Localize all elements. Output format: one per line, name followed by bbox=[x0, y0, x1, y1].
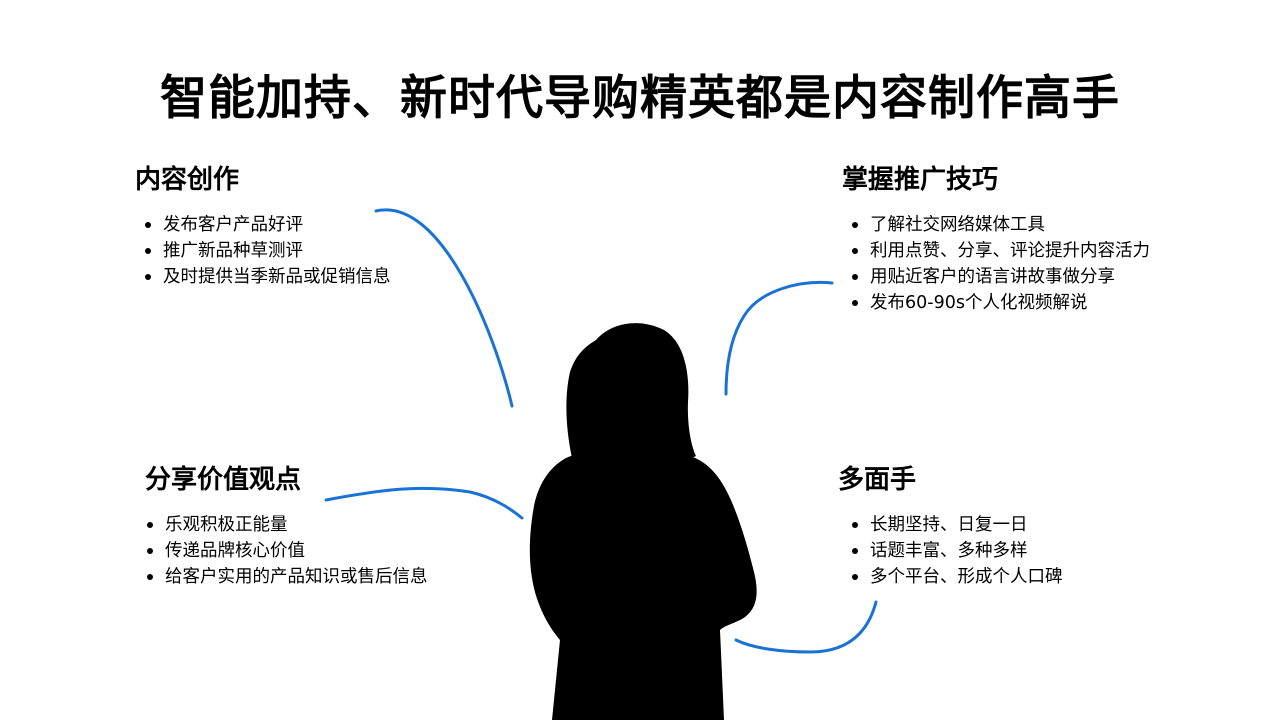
list-item-text: 话题丰富、多种多样 bbox=[870, 541, 1028, 562]
bullet-list: 了解社交网络媒体工具 利用点赞、分享、评论提升内容活力 用贴近客户的语言讲故事做… bbox=[852, 212, 1150, 316]
bullet-icon bbox=[852, 574, 858, 581]
list-item-text: 发布60-90s个人化视频解说 bbox=[870, 293, 1088, 314]
list-item-text: 传递品牌核心价值 bbox=[165, 541, 305, 562]
list-item: 发布60-90s个人化视频解说 bbox=[852, 290, 1150, 316]
list-item: 给客户实用的产品知识或售后信息 bbox=[147, 564, 428, 590]
list-item-text: 多个平台、形成个人口碑 bbox=[870, 567, 1063, 588]
section-title: 内容创作 bbox=[135, 165, 240, 195]
list-item: 了解社交网络媒体工具 bbox=[852, 212, 1150, 238]
bullet-icon bbox=[147, 522, 153, 529]
bullet-list: 乐观积极正能量 传递品牌核心价值 给客户实用的产品知识或售后信息 bbox=[147, 512, 428, 590]
list-item: 乐观积极正能量 bbox=[147, 512, 428, 538]
list-item-text: 用贴近客户的语言讲故事做分享 bbox=[870, 267, 1115, 288]
list-item-text: 利用点赞、分享、评论提升内容活力 bbox=[870, 241, 1150, 262]
list-item: 利用点赞、分享、评论提升内容活力 bbox=[852, 238, 1150, 264]
list-item: 及时提供当季新品或促销信息 bbox=[145, 264, 391, 290]
section-content-creation: 内容创作 发布客户产品好评 推广新品种草测评 及时提供当季新品或促销信息 bbox=[135, 165, 391, 290]
connector-versatile bbox=[734, 600, 878, 654]
bullet-icon bbox=[852, 248, 858, 255]
section-versatile: 多面手 长期坚持、日复一日 话题丰富、多种多样 多个平台、形成个人口碑 bbox=[838, 465, 1063, 590]
list-item-text: 乐观积极正能量 bbox=[165, 515, 288, 536]
woman-silhouette-icon bbox=[529, 323, 757, 720]
section-title: 分享价值观点 bbox=[145, 465, 302, 495]
bullet-icon bbox=[145, 274, 151, 281]
list-item: 传递品牌核心价值 bbox=[147, 538, 428, 564]
list-item: 推广新品种草测评 bbox=[145, 238, 391, 264]
list-item-text: 了解社交网络媒体工具 bbox=[870, 215, 1045, 236]
section-title: 多面手 bbox=[838, 465, 917, 495]
list-item-text: 发布客户产品好评 bbox=[163, 215, 303, 236]
list-item-text: 推广新品种草测评 bbox=[163, 241, 303, 262]
list-item: 多个平台、形成个人口碑 bbox=[852, 564, 1063, 590]
connector-promo bbox=[724, 281, 834, 396]
bullet-icon bbox=[147, 574, 153, 581]
bullet-list: 发布客户产品好评 推广新品种草测评 及时提供当季新品或促销信息 bbox=[145, 212, 391, 290]
list-item: 发布客户产品好评 bbox=[145, 212, 391, 238]
page-title: 智能加持、新时代导购精英都是内容制作高手 bbox=[160, 71, 1120, 127]
bullet-icon bbox=[852, 522, 858, 529]
bullet-icon bbox=[145, 222, 151, 229]
bullet-icon bbox=[145, 248, 151, 255]
section-promotion-skills: 掌握推广技巧 了解社交网络媒体工具 利用点赞、分享、评论提升内容活力 用贴近客户… bbox=[842, 165, 1150, 316]
list-item: 用贴近客户的语言讲故事做分享 bbox=[852, 264, 1150, 290]
section-share-values: 分享价值观点 乐观积极正能量 传递品牌核心价值 给客户实用的产品知识或售后信息 bbox=[145, 465, 428, 590]
connector-share bbox=[324, 486, 524, 520]
bullet-icon bbox=[852, 222, 858, 229]
section-title: 掌握推广技巧 bbox=[842, 165, 999, 195]
bullet-list: 长期坚持、日复一日 话题丰富、多种多样 多个平台、形成个人口碑 bbox=[852, 512, 1063, 590]
bullet-icon bbox=[852, 300, 858, 307]
bullet-icon bbox=[852, 548, 858, 555]
list-item-text: 给客户实用的产品知识或售后信息 bbox=[165, 567, 428, 588]
bullet-icon bbox=[852, 274, 858, 281]
list-item: 长期坚持、日复一日 bbox=[852, 512, 1063, 538]
list-item-text: 及时提供当季新品或促销信息 bbox=[163, 267, 391, 288]
bullet-icon bbox=[147, 548, 153, 555]
connector-content bbox=[374, 208, 514, 408]
list-item: 话题丰富、多种多样 bbox=[852, 538, 1063, 564]
list-item-text: 长期坚持、日复一日 bbox=[870, 515, 1028, 536]
